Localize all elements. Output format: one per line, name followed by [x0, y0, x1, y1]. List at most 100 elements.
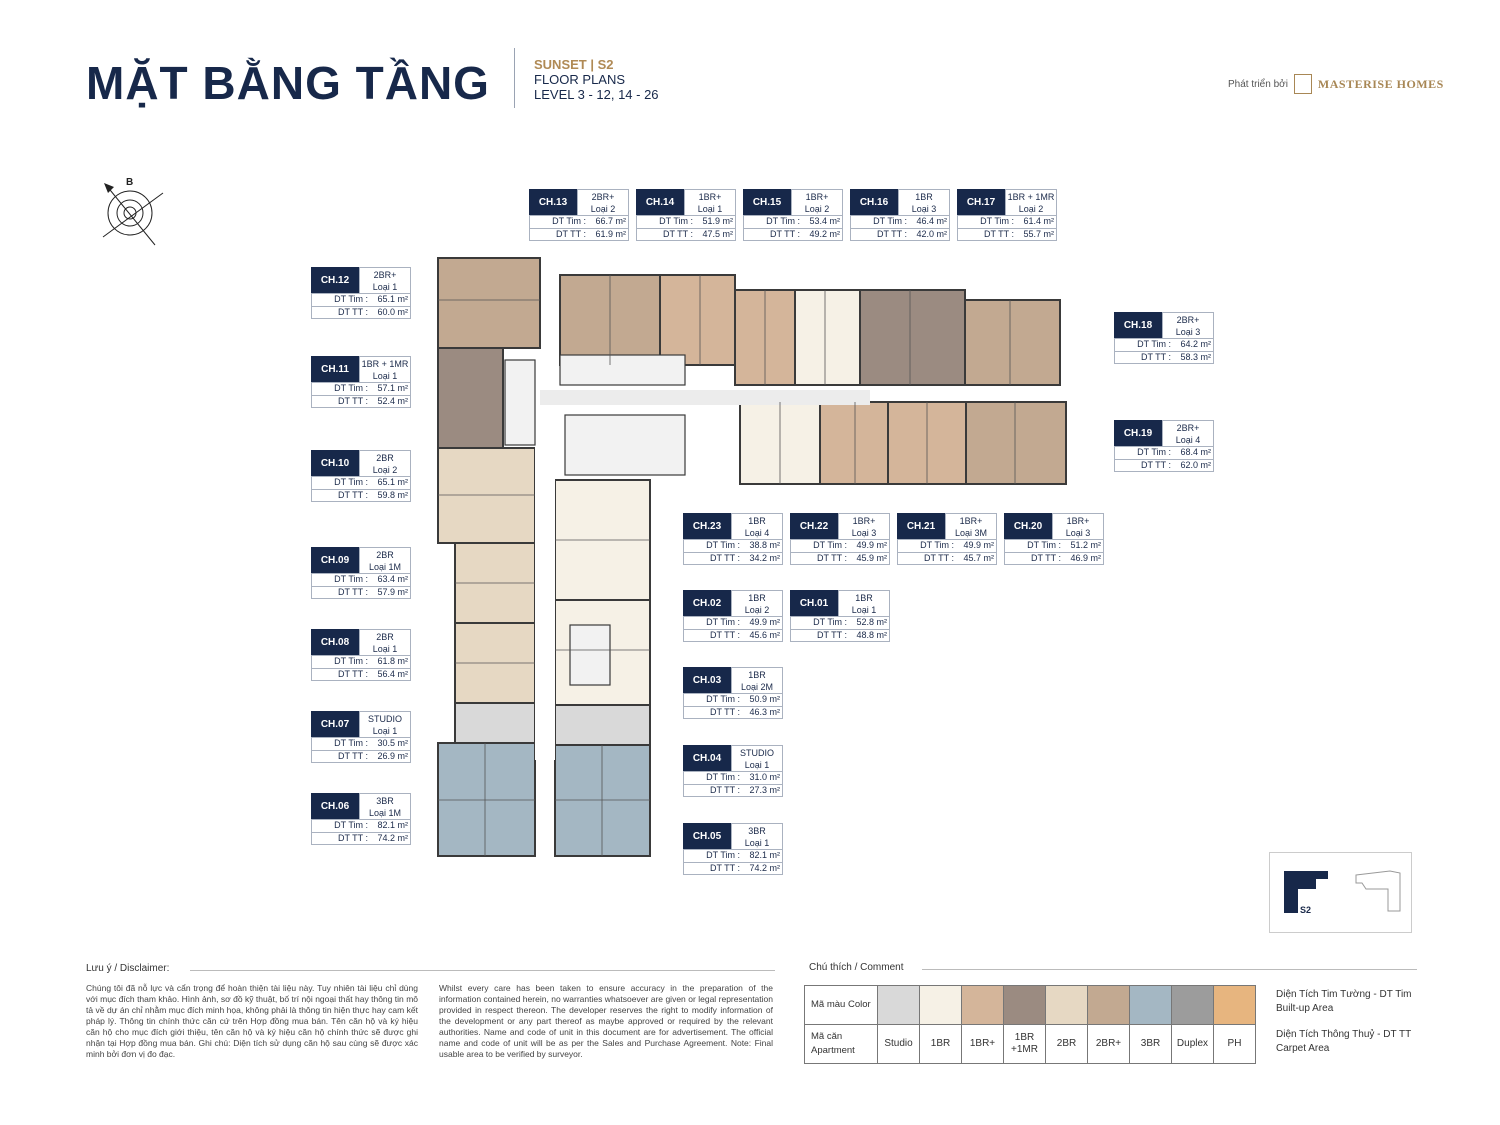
dt-tim-value: 49.9 m²	[963, 540, 994, 550]
unit-dt-tt-row: DT TT :56.4 m²	[311, 668, 411, 681]
unit-dt-tim-row: DT Tim :38.8 m²	[683, 539, 783, 552]
dt-tim-value: 51.9 m²	[702, 216, 733, 226]
dt-tt-value: 61.9 m²	[595, 229, 626, 239]
legend-swatch-3br	[1129, 985, 1172, 1025]
unit-dt-tt-row: DT TT :34.2 m²	[683, 552, 783, 565]
dt-tim-label: DT Tim :	[980, 216, 1014, 226]
unit-dt-tim-row: DT Tim : 51.2 m²	[1004, 539, 1104, 552]
dt-tim-label: DT Tim :	[334, 656, 368, 666]
dt-tt-label: DT TT :	[816, 553, 847, 563]
dt-tim-label: DT Tim :	[334, 574, 368, 584]
dt-tt-value: 74.2 m²	[377, 833, 408, 843]
legend-rule	[922, 969, 1417, 970]
elevator-core-west	[504, 359, 536, 446]
dt-tt-value: 59.8 m²	[377, 490, 408, 500]
unit-ch17[interactable]	[859, 289, 966, 386]
legend-swatch-duplex	[1171, 985, 1214, 1025]
unit-dt-tim-row: DT Tim :49.9 m²	[683, 616, 783, 629]
unit-dt-tim-row: DT Tim :53.4 m²	[743, 215, 843, 228]
dt-tim-value: 82.1 m²	[377, 820, 408, 830]
dt-tim-value: 65.1 m²	[377, 477, 408, 487]
unit-type-variant: Loại 2	[804, 204, 830, 214]
unit-dt-tt-row: DT TT :45.9 m²	[790, 552, 890, 565]
unit-dt-tt-row: DT TT : 45.7 m²	[897, 552, 997, 565]
unit-type-bedrooms: 1BR+	[805, 192, 829, 202]
unit-ch05[interactable]	[554, 744, 651, 857]
legend-label-studio: Studio	[877, 1024, 920, 1064]
dt-tim-value: 52.8 m²	[856, 617, 887, 627]
unit-code: CH.10	[311, 450, 359, 476]
legend-label-ph: PH	[1213, 1024, 1256, 1064]
dt-tt-label: DT TT :	[709, 785, 740, 795]
disclaimer-heading: Lưu ý / Disclaimer:	[86, 963, 170, 974]
unit-dt-tt-row: DT TT :47.5 m²	[636, 228, 736, 241]
disclaimer-rule	[190, 970, 775, 971]
dt-tt-label: DT TT :	[709, 863, 740, 873]
unit-ch10[interactable]	[437, 447, 536, 544]
unit-dt-tim-row: DT Tim :49.9 m²	[897, 539, 997, 552]
unit-ch06[interactable]	[437, 742, 536, 857]
unit-ch12[interactable]	[437, 257, 541, 349]
dt-tt-value: 56.4 m²	[377, 669, 408, 679]
unit-type-bedrooms: 3BR	[376, 796, 394, 806]
dt-tim-value: 82.1 m²	[749, 850, 780, 860]
legend-note-built-up: Diện Tích Tim Tường - DT Tim Built-up Ar…	[1276, 988, 1412, 1016]
unit-dt-tt-row: DT TT :62.0 m²	[1114, 459, 1214, 472]
dt-tim-value: 51.2 m²	[1070, 540, 1101, 550]
unit-type-bedrooms: 1BR	[748, 593, 766, 603]
legend-label-duplex: Duplex	[1171, 1024, 1214, 1064]
legend-heading: Chú thích / Comment	[809, 962, 904, 973]
dt-tt-value: 60.0 m²	[377, 307, 408, 317]
unit-dt-tt-row: DT TT :61.9 m²	[529, 228, 629, 241]
unit-ch11[interactable]	[437, 347, 504, 449]
unit-dt-tt-row: DT TT :46.3 m²	[683, 706, 783, 719]
legend-note-built-up-en: Built-up Area	[1276, 1003, 1334, 1014]
unit-ch14[interactable]	[659, 274, 736, 366]
dt-tim-value: 46.4 m²	[916, 216, 947, 226]
unit-dt-tim-row: DT Tim :49.9 m²	[790, 539, 890, 552]
unit-type-bedrooms: 1BR	[915, 192, 933, 202]
unit-ch16[interactable]	[794, 289, 861, 386]
dt-tt-value: 48.8 m²	[856, 630, 887, 640]
unit-dt-tt-row: DT TT :59.8 m²	[311, 489, 411, 502]
unit-ch22[interactable]	[819, 401, 889, 485]
unit-type: 2BR+Loại 4	[1162, 420, 1214, 446]
dt-tt-value: 45.7 m²	[963, 553, 994, 563]
dt-tim-value: 30.5 m²	[377, 738, 408, 748]
dt-tt-value: 46.3 m²	[749, 707, 780, 717]
unit-code: CH.02	[683, 590, 731, 616]
page-title: MẶT BẰNG TẦNG	[86, 57, 490, 109]
unit-ch04[interactable]	[554, 704, 651, 746]
dt-tim-label: DT Tim :	[766, 216, 800, 226]
legend-label-1br: 1BR	[919, 1024, 962, 1064]
dt-tt-label: DT TT :	[923, 553, 954, 563]
unit-ch07[interactable]	[454, 702, 536, 744]
unit-code: CH.08	[311, 629, 359, 655]
dt-tt-value: 45.6 m²	[749, 630, 780, 640]
unit-type-bedrooms: 1BR	[748, 670, 766, 680]
unit-code: CH.23	[683, 513, 731, 539]
unit-dt-tim-row: DT Tim :50.9 m²	[683, 693, 783, 706]
dt-tim-value: 49.9 m²	[749, 617, 780, 627]
unit-code: CH.14	[636, 189, 684, 215]
unit-ch18[interactable]	[964, 299, 1061, 386]
dt-tt-value: 74.2 m²	[749, 863, 780, 873]
unit-ch19[interactable]	[965, 401, 1067, 485]
dt-tim-value: 65.1 m²	[377, 294, 408, 304]
unit-type-variant: Loại 1	[744, 838, 770, 848]
legend-swatch-1br-1mr	[1003, 985, 1046, 1025]
dt-tim-label: DT Tim :	[1027, 540, 1061, 550]
stair-core	[564, 414, 686, 476]
unit-type-bedrooms: 1BR+	[698, 192, 722, 202]
